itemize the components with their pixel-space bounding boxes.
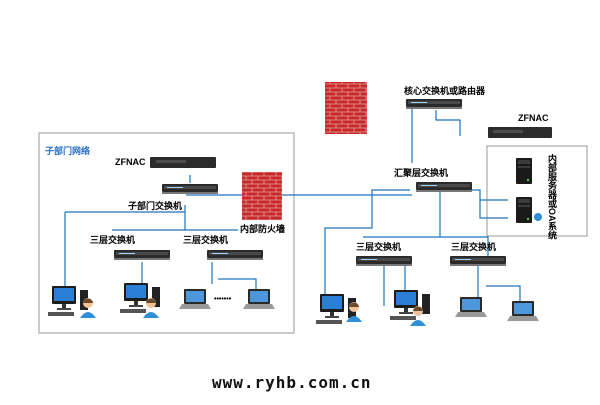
zfnac-panel-detail — [156, 160, 186, 163]
desktop-computer-icon — [48, 286, 88, 316]
server-group-boundary — [486, 145, 588, 237]
watermark-url: www.ryhb.com.cn — [212, 373, 372, 392]
server-icon — [516, 158, 532, 184]
server-user-badge-icon — [534, 213, 542, 221]
internal-servers-label: 内部服务器或OA系统 — [547, 153, 558, 241]
internal-firewall-label: 内部防火墙 — [240, 223, 285, 234]
desktop-computer-icon — [390, 290, 430, 320]
zfnac-right-label: ZFNAC — [518, 113, 549, 123]
layer3-switch-label: 三层交换机 — [356, 241, 401, 252]
laptop-icon — [243, 289, 275, 309]
laptop-icon — [455, 297, 487, 317]
layer3-switch-label: 三层交换机 — [183, 234, 228, 245]
layer3-switch-icon — [114, 250, 170, 260]
core-router-icon — [406, 99, 462, 109]
laptop-icon — [179, 289, 211, 309]
aggregation-switch-icon — [416, 182, 472, 192]
layer3-switch-label: 三层交换机 — [90, 234, 135, 245]
desktop-computer-icon — [120, 283, 160, 313]
layer3-switch-icon — [450, 256, 506, 266]
ellipsis-dots: ••••••• — [214, 296, 232, 303]
laptop-icon — [507, 301, 539, 321]
layer3-switch-icon — [207, 250, 263, 260]
sub-switch-label: 子部门交换机 — [128, 200, 182, 211]
layer3-switch-icon — [356, 256, 412, 266]
sub-department-switch-icon — [162, 184, 218, 194]
internal-firewall-icon — [242, 172, 282, 220]
core-router-label: 核心交换机或路由器 — [404, 85, 486, 96]
core-firewall-icon — [325, 82, 367, 134]
subnet-title: 子部门网络 — [45, 145, 90, 156]
layer3-switch-label: 三层交换机 — [451, 241, 496, 252]
server-icon — [516, 197, 532, 223]
subnet-boundary — [38, 132, 295, 334]
aggregation-switch-label: 汇聚层交换机 — [394, 167, 448, 178]
zfnac-left-label: ZFNAC — [115, 157, 146, 167]
zfnac-panel-detail — [493, 130, 523, 133]
